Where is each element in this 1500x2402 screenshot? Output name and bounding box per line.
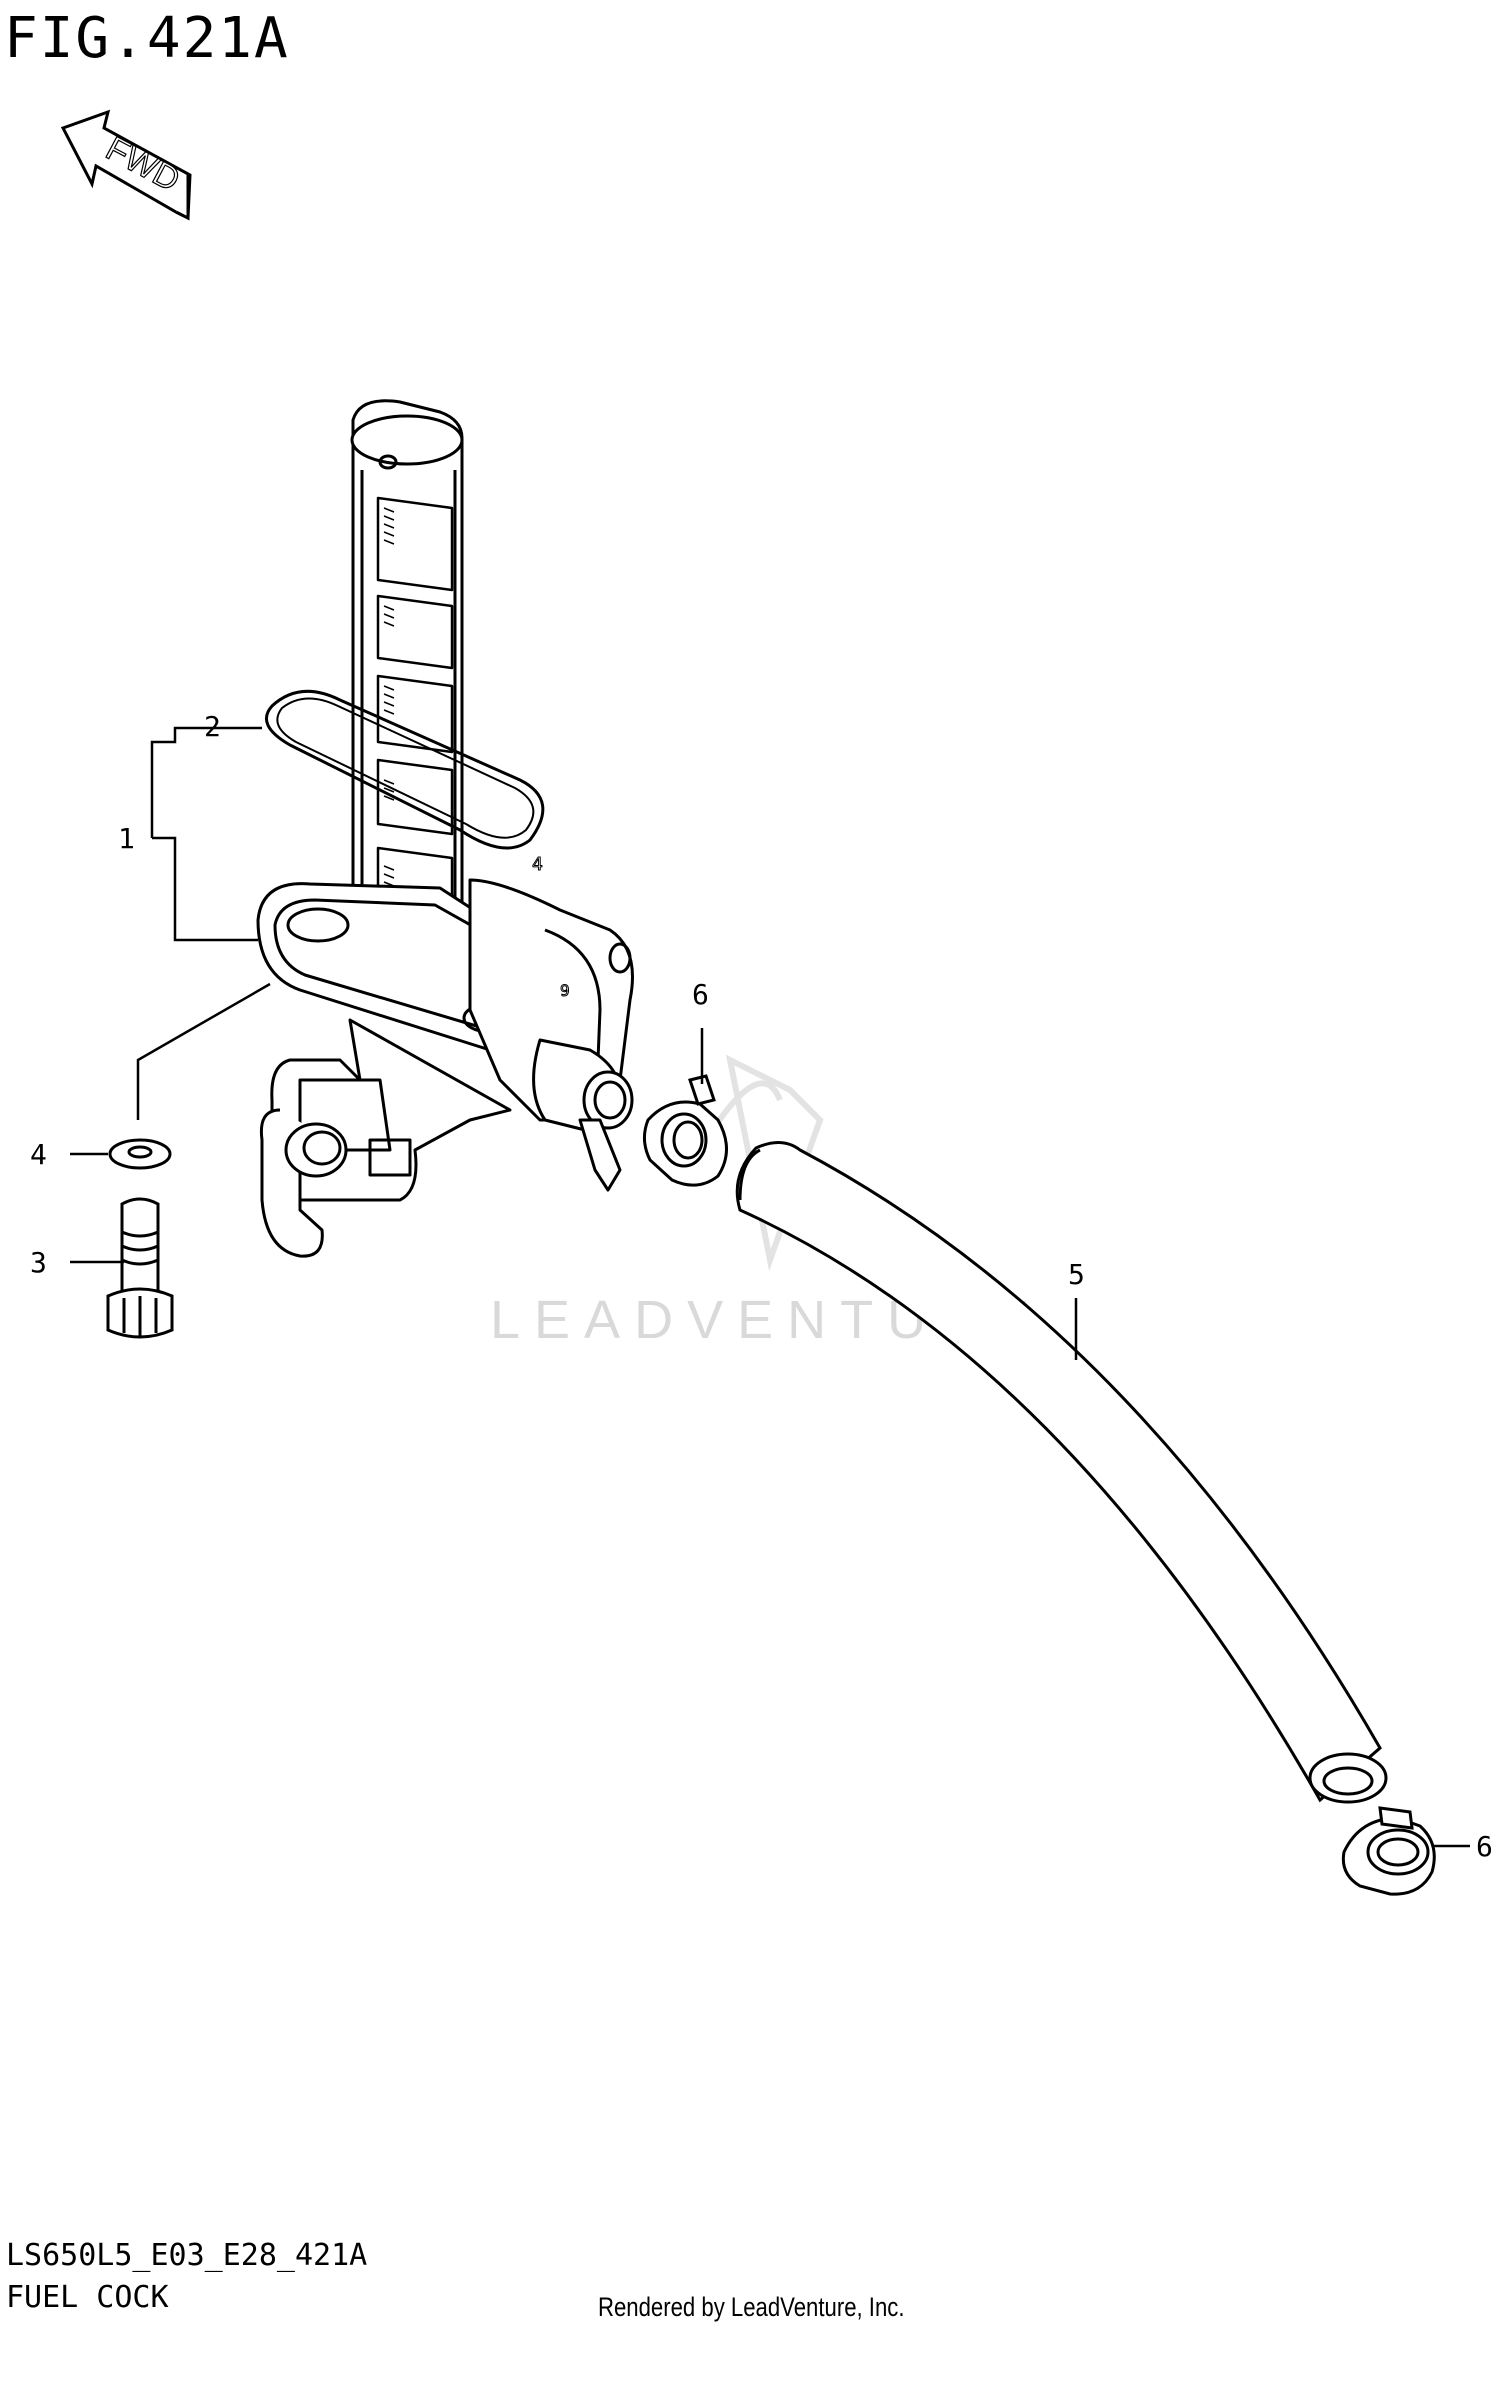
callout-6-upper: 6 — [692, 978, 709, 1011]
bolt — [106, 1197, 174, 1339]
callout-4: 4 — [30, 1138, 47, 1171]
rendered-by-credit: Rendered by LeadVenture, Inc. — [598, 2292, 905, 2322]
fwd-arrow-icon: FWD — [60, 109, 192, 221]
fuel-hose — [735, 1141, 1388, 1804]
figure-title: FIG.421A — [4, 6, 290, 71]
fuel-cock-assembly: 4 9 — [256, 399, 634, 1258]
callout-6-lower: 6 — [1476, 1830, 1493, 1863]
callout-labels: 1 2 3 4 5 6 6 — [30, 710, 1493, 1863]
svg-text:9: 9 — [560, 981, 570, 1000]
callout-5: 5 — [1068, 1258, 1085, 1291]
hose-clamp-upper — [643, 1074, 728, 1187]
hose-clamp-lower — [1341, 1806, 1436, 1896]
washer — [108, 1138, 172, 1170]
figure-code: LS650L5_E03_E28_421A — [6, 2238, 368, 2273]
callout-3: 3 — [30, 1246, 47, 1279]
callout-2: 2 — [204, 710, 221, 743]
figure-name: FUEL COCK — [6, 2280, 169, 2315]
leader-lines — [70, 726, 1470, 1848]
svg-text:4: 4 — [532, 854, 543, 875]
callout-1: 1 — [118, 822, 135, 855]
